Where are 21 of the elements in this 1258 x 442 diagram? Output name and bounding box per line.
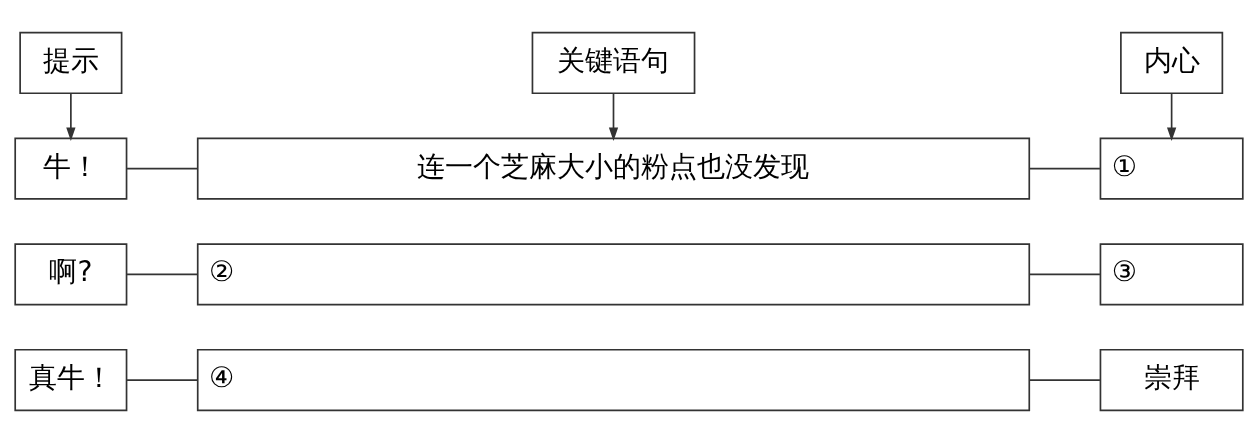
connector <box>126 273 199 275</box>
node-box: ③ <box>1099 242 1244 305</box>
connector <box>1028 378 1101 381</box>
node-box: ④ <box>196 348 1031 411</box>
connector <box>126 167 199 169</box>
node-box: 提示 <box>19 31 123 94</box>
connector <box>1028 167 1101 169</box>
node-box: 啊? <box>14 242 128 305</box>
node-box: 连一个芝麻大小的粉点也没发现 <box>196 137 1031 200</box>
connector <box>126 378 199 381</box>
connector <box>1028 273 1101 275</box>
node-box: 崇拜 <box>1099 348 1244 411</box>
arrow <box>1166 92 1177 141</box>
node-box: 真牛！ <box>14 348 128 411</box>
arrow <box>608 92 619 141</box>
node-box: ① <box>1099 137 1244 200</box>
node-box: ② <box>196 242 1031 305</box>
node-box: 牛！ <box>14 137 128 200</box>
arrow <box>66 92 76 141</box>
node-box: 内心 <box>1120 31 1224 94</box>
node-box: 关键语句 <box>531 31 696 94</box>
